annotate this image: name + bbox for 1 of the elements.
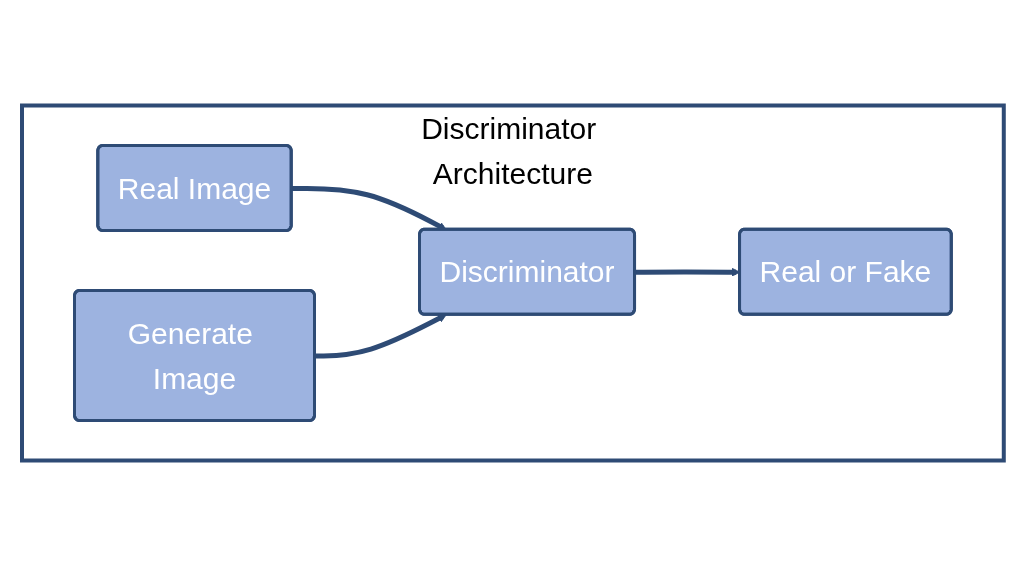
arrow: [314, 314, 447, 359]
